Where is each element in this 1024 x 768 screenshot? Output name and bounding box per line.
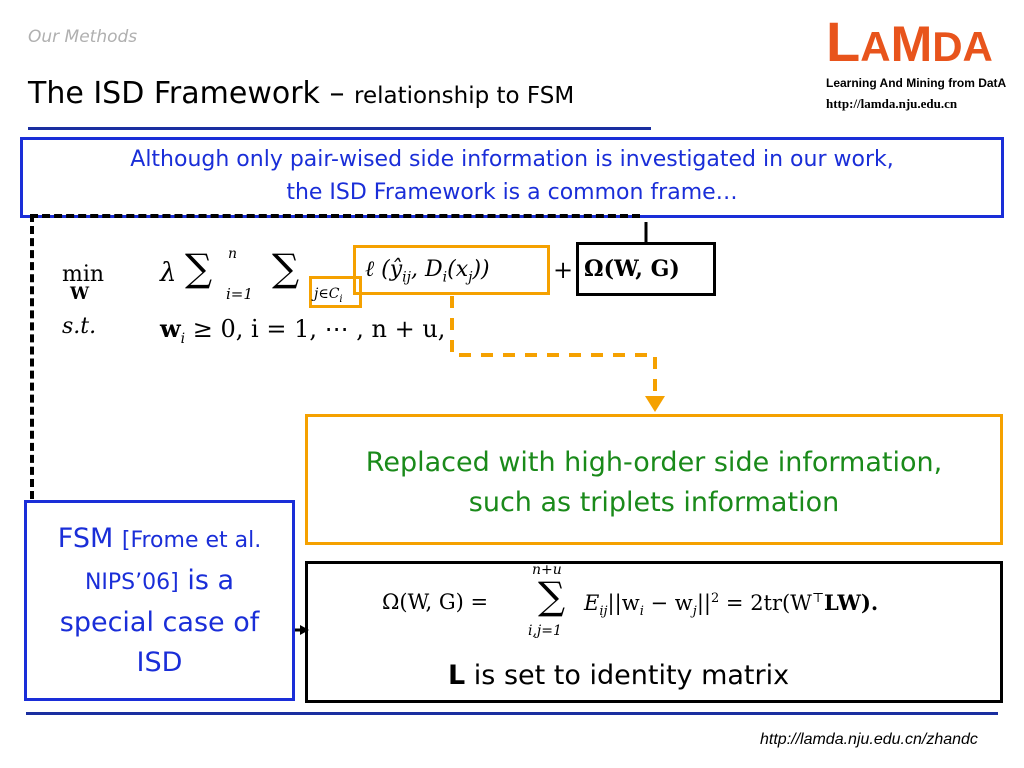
high-order-line-1: Replaced with high-order side informatio… xyxy=(365,447,943,478)
title-main: The ISD Framework xyxy=(28,76,320,111)
connector-orange-dashed xyxy=(450,296,657,398)
constraint: wi ≥ 0, i = 1, ⋯ , n + u, xyxy=(160,314,446,347)
high-order-box: Replaced with high-order side informatio… xyxy=(305,414,1003,545)
logo-wordmark: LAMDA xyxy=(826,10,993,73)
black-arrowhead xyxy=(300,625,309,635)
fsm-line-1: FSM [Frome et al. xyxy=(57,523,262,554)
regularizer-box xyxy=(576,242,716,296)
eq-sum: ∑ xyxy=(538,574,566,618)
footer-rule xyxy=(26,712,998,715)
identity-note: L is set to identity matrix xyxy=(448,660,790,691)
plus-sign: + xyxy=(553,256,574,284)
section-label: Our Methods xyxy=(28,27,138,47)
note-line-1: Although only pair-wised side informatio… xyxy=(130,147,894,172)
sum-i-upper: n xyxy=(228,246,238,262)
sum-over-i: ∑ xyxy=(185,246,213,290)
title-subtitle: relationship to FSM xyxy=(354,83,575,109)
sum-over-j: ∑ xyxy=(272,246,300,290)
fsm-line-3: special case of xyxy=(59,607,260,638)
loss-term-highlight xyxy=(353,245,550,295)
high-order-line-2: such as triplets information xyxy=(468,487,840,518)
eq-rhs: Eij||wi − wj||2 = 2tr(W⊤LW). xyxy=(584,590,879,620)
fsm-line-2: NIPS’06] is a xyxy=(84,565,235,596)
regularizer-definition-box xyxy=(305,561,1003,703)
lambda-symbol: λ xyxy=(160,258,177,288)
dashed-bracket-top xyxy=(30,214,640,218)
min-variable: W xyxy=(70,284,90,304)
note-box: Although only pair-wised side informatio… xyxy=(20,137,1004,218)
footer-url[interactable]: http://lamda.nju.edu.cn/zhandc xyxy=(760,731,978,748)
sum-j-lower: j∈Ci xyxy=(314,286,343,305)
dashed-bracket-left xyxy=(30,214,34,499)
loss-term: ℓ (ŷij, Di(xj)) xyxy=(365,257,490,286)
fsm-line-4: ISD xyxy=(136,647,183,678)
slide-title: The ISD Framework – relationship to FSM xyxy=(28,76,574,111)
note-line-2: the ISD Framework is a common frame… xyxy=(286,180,738,205)
subject-to-label: s.t. xyxy=(62,314,97,339)
orange-arrowhead xyxy=(645,396,665,412)
fsm-box: FSM [Frome et al. NIPS’06] is a special … xyxy=(24,500,295,701)
title-rule xyxy=(28,127,651,130)
eq-sum-upper: n+u xyxy=(532,562,562,578)
regularizer-term: Ω(W, G) xyxy=(584,256,680,282)
lamda-logo: LAMDA Learning And Mining from DatA http… xyxy=(826,10,1006,114)
eq-sum-lower: i,j=1 xyxy=(528,623,562,639)
logo-tagline: Learning And Mining from DatA xyxy=(826,76,1007,90)
eq-lhs: Ω(W, G) = xyxy=(382,590,489,614)
title-separator: – xyxy=(319,76,355,111)
logo-url: http://lamda.nju.edu.cn xyxy=(826,96,958,111)
min-operator: min xyxy=(62,262,105,287)
sum-i-lower: i=1 xyxy=(226,285,253,303)
